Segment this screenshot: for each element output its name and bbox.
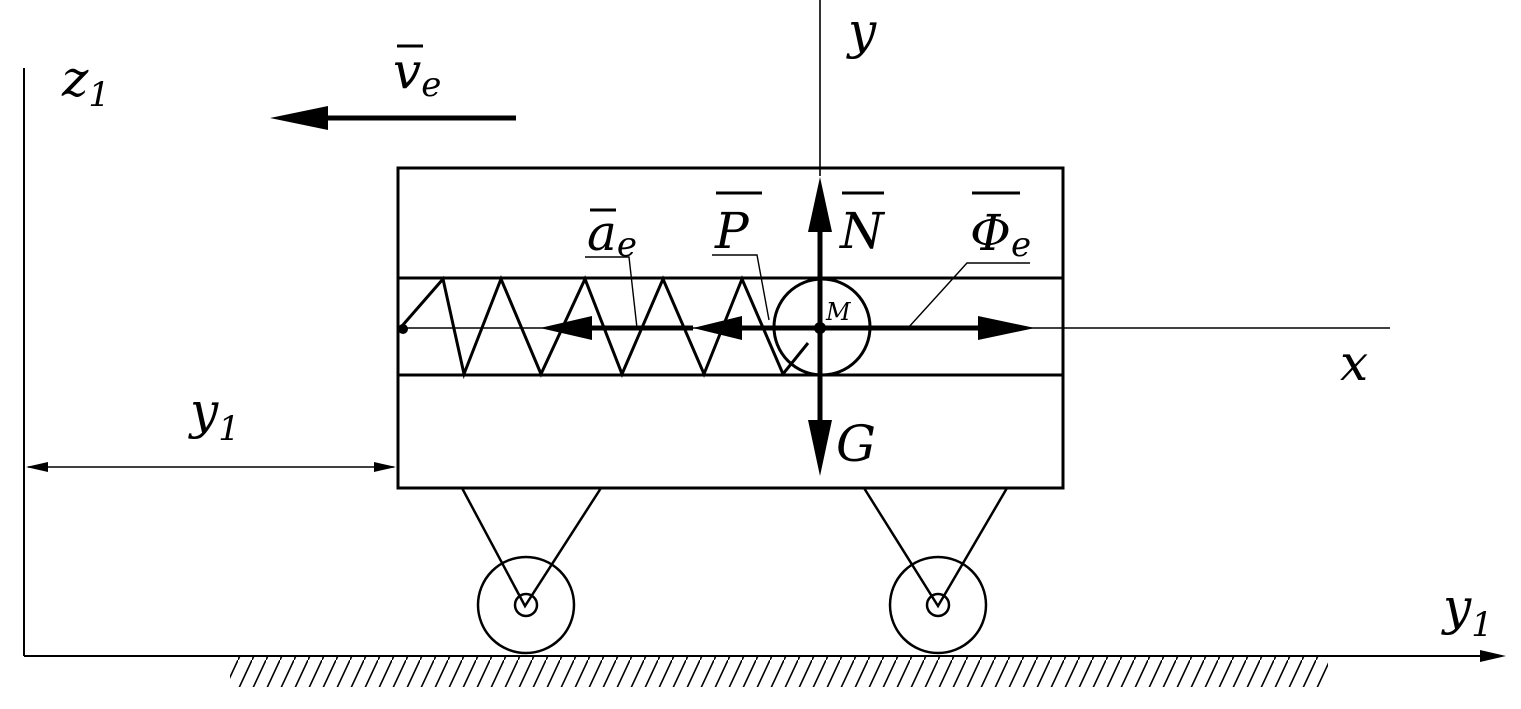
spring-anchor-point — [398, 324, 408, 334]
vector-g-arrowhead — [808, 420, 832, 476]
x-axis-label: x — [1340, 334, 1368, 392]
ae-leader-line — [585, 256, 638, 329]
p-label: P — [714, 202, 750, 260]
y-axis-label: y — [846, 2, 877, 60]
y1-axis-arrowhead — [1480, 650, 1506, 662]
left-wheel — [476, 555, 576, 655]
vector-ve-arrowhead — [270, 106, 328, 130]
left-wheel-hub — [513, 592, 539, 618]
vector-phi-e-arrowhead — [978, 316, 1035, 340]
right-wheel-hub — [925, 592, 951, 618]
ae-label: ae — [587, 204, 637, 265]
y1-axis-label: y1 — [1441, 578, 1493, 645]
m-label: M — [825, 298, 852, 326]
phi-leader-line — [907, 262, 1030, 329]
phi-e-label: Φe — [970, 204, 1031, 265]
right-wheel — [888, 555, 988, 655]
right-wheel-support — [862, 487, 1009, 609]
y1-dimension-arrow-left — [26, 462, 48, 472]
left-wheel-support — [460, 487, 603, 609]
ground-hatching — [230, 657, 1328, 687]
n-label: N — [839, 202, 886, 260]
vector-ae-arrowhead — [540, 316, 592, 340]
vector-n-arrowhead — [808, 177, 832, 232]
g-label: G — [836, 415, 876, 473]
z1-axis-label: z1 — [61, 50, 110, 115]
y1-dimension-arrow-right — [374, 462, 396, 472]
ve-label: ve — [393, 42, 441, 105]
vector-p-arrowhead — [693, 316, 742, 340]
y1-dimension-label: y1 — [188, 382, 240, 449]
p-leader-line — [712, 254, 770, 321]
